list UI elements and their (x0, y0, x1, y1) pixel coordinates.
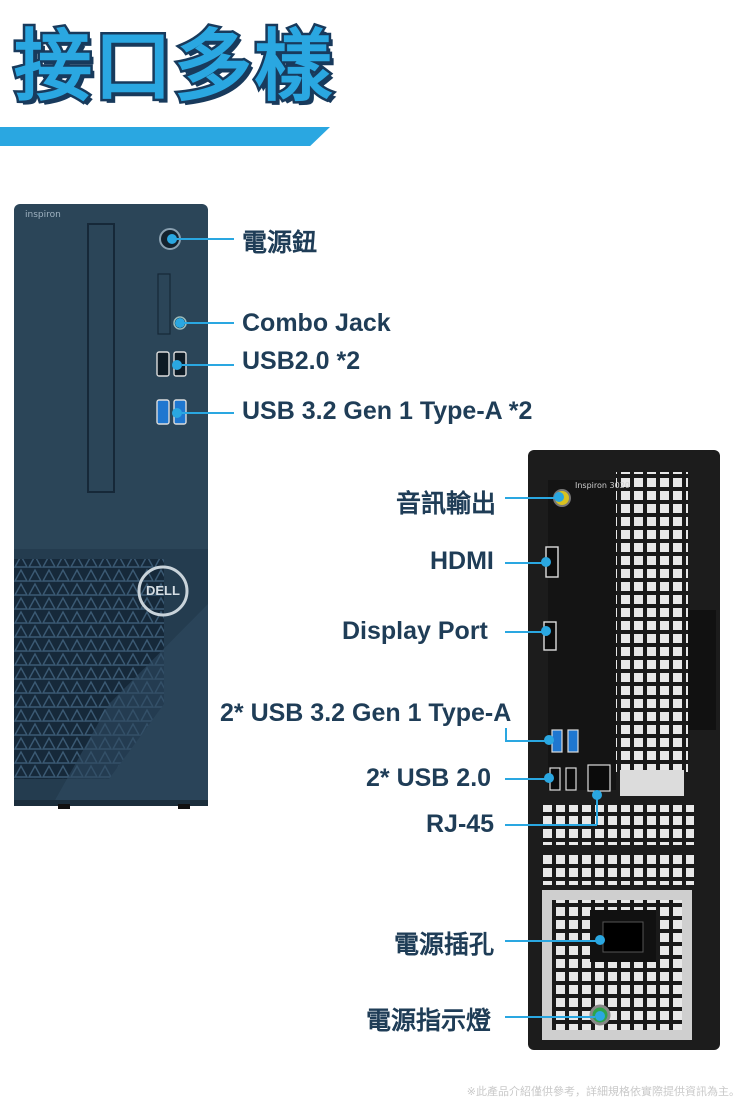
usb3-front-line (182, 412, 234, 414)
displayport-line (505, 631, 543, 633)
usb3-rear-line (505, 740, 547, 742)
usb2-rear-dot (544, 773, 554, 783)
usb2-rear-label: 2* USB 2.0 (366, 764, 492, 792)
rj45-line (505, 824, 597, 826)
rj45-dot (592, 790, 602, 800)
title-underline-bar (0, 127, 330, 146)
hdmi-line (505, 562, 543, 564)
combo-jack-line (184, 322, 234, 324)
usb3-rear-connector (505, 728, 507, 742)
power-led-label: 電源指示燈 (366, 1007, 492, 1035)
usb2-rear-line (505, 778, 547, 780)
front-tower-image (14, 204, 208, 809)
usb3-front-dot (172, 408, 182, 418)
audio-out-label: 音訊輸出 (396, 490, 497, 518)
page-title: 接口多樣 (11, 20, 335, 115)
power-led-line (505, 1016, 595, 1018)
usb3-rear-label: 2* USB 3.2 Gen 1 Type-A (220, 699, 512, 727)
usb2-front-dot (172, 360, 182, 370)
usb2-front-label: USB2.0 *2 (242, 347, 361, 375)
audio-out-line (505, 497, 555, 499)
dell-logo: DELL (146, 583, 180, 598)
power-socket-label: 電源插孔 (394, 931, 495, 959)
power-led-dot (595, 1011, 605, 1021)
rear-tower-image (528, 450, 720, 1050)
usb3-front-label: USB 3.2 Gen 1 Type-A *2 (242, 397, 533, 425)
rj45-connector (596, 795, 598, 825)
audio-out-dot (554, 492, 564, 502)
hdmi-label: HDMI (430, 547, 494, 575)
hdmi-dot (541, 557, 551, 567)
rj45-label: RJ-45 (426, 810, 495, 838)
power-button-line (176, 238, 234, 240)
displayport-dot (541, 626, 551, 636)
disclaimer-text: ※此產品介紹僅供參考，詳細規格依實際提供資訊為主。 (466, 1085, 740, 1098)
page-title-wrap: 接口多樣 (11, 20, 335, 115)
usb2-front-line (182, 364, 234, 366)
power-socket-line (505, 940, 597, 942)
power-button-label: 電源鈕 (242, 229, 318, 257)
power-socket-dot (595, 935, 605, 945)
displayport-label: Display Port (342, 617, 488, 645)
combo-jack-dot (175, 318, 185, 328)
power-button-dot (167, 234, 177, 244)
front-brand-text: inspiron (25, 210, 61, 220)
combo-jack-label: Combo Jack (242, 309, 391, 337)
usb3-rear-dot (544, 735, 554, 745)
rear-model-text: Inspiron 3020 (575, 481, 630, 490)
